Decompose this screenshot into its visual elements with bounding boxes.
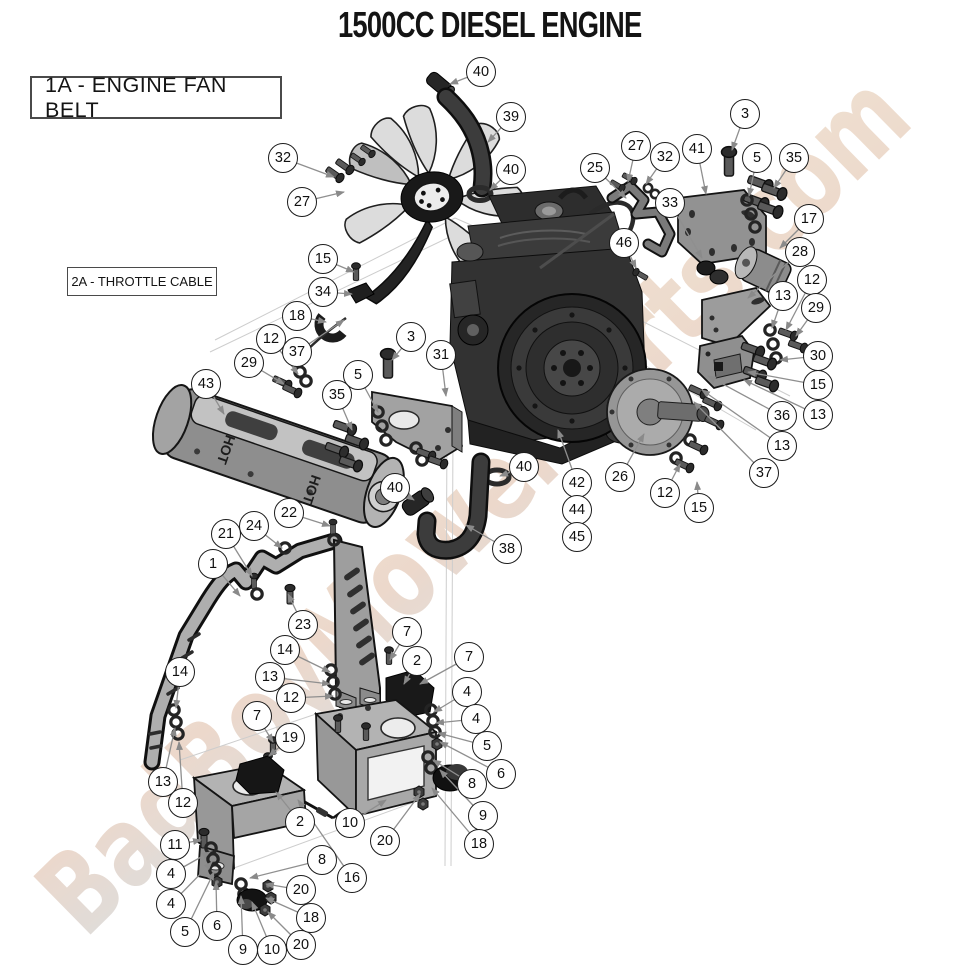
section-label-engine-fan-belt: 1A - ENGINE FAN BELT bbox=[30, 73, 282, 122]
callout-7[interactable]: 7 bbox=[392, 617, 422, 647]
callout-39[interactable]: 39 bbox=[496, 102, 526, 132]
callout-18[interactable]: 18 bbox=[464, 829, 494, 859]
callout-41[interactable]: 41 bbox=[682, 134, 712, 164]
callout-10[interactable]: 10 bbox=[257, 935, 287, 965]
callout-44[interactable]: 44 bbox=[562, 495, 592, 525]
callout-6[interactable]: 6 bbox=[202, 911, 232, 941]
callout-14[interactable]: 14 bbox=[165, 657, 195, 687]
callout-34[interactable]: 34 bbox=[308, 277, 338, 307]
callout-7[interactable]: 7 bbox=[242, 701, 272, 731]
callout-16[interactable]: 16 bbox=[337, 863, 367, 893]
callout-26[interactable]: 26 bbox=[605, 462, 635, 492]
callout-35[interactable]: 35 bbox=[779, 143, 809, 173]
callout-10[interactable]: 10 bbox=[335, 808, 365, 838]
callout-13[interactable]: 13 bbox=[803, 400, 833, 430]
callout-13[interactable]: 13 bbox=[255, 662, 285, 692]
callout-37[interactable]: 37 bbox=[282, 337, 312, 367]
left-mount-bracket bbox=[191, 755, 307, 917]
callout-18[interactable]: 18 bbox=[282, 301, 312, 331]
lower-radiator-hose bbox=[401, 452, 512, 560]
callout-3[interactable]: 3 bbox=[730, 99, 760, 129]
upper-radiator-hose bbox=[426, 71, 494, 203]
callout-18[interactable]: 18 bbox=[296, 903, 326, 933]
support-frame bbox=[143, 532, 381, 771]
clamp-34 bbox=[347, 282, 375, 304]
callout-30[interactable]: 30 bbox=[803, 341, 833, 371]
callout-14[interactable]: 14 bbox=[270, 635, 300, 665]
callout-24[interactable]: 24 bbox=[239, 511, 269, 541]
callout-40[interactable]: 40 bbox=[380, 473, 410, 503]
callout-15[interactable]: 15 bbox=[803, 370, 833, 400]
callout-4[interactable]: 4 bbox=[156, 859, 186, 889]
callout-4[interactable]: 4 bbox=[452, 677, 482, 707]
callout-12[interactable]: 12 bbox=[168, 788, 198, 818]
callout-15[interactable]: 15 bbox=[684, 493, 714, 523]
callout-13[interactable]: 13 bbox=[767, 431, 797, 461]
callout-2[interactable]: 2 bbox=[285, 807, 315, 837]
callout-6[interactable]: 6 bbox=[486, 759, 516, 789]
callout-42[interactable]: 42 bbox=[562, 468, 592, 498]
callout-11[interactable]: 11 bbox=[160, 830, 190, 860]
callout-28[interactable]: 28 bbox=[785, 237, 815, 267]
callout-40[interactable]: 40 bbox=[509, 452, 539, 482]
callout-36[interactable]: 36 bbox=[767, 401, 797, 431]
callout-20[interactable]: 20 bbox=[370, 826, 400, 856]
hose-clamp-upper bbox=[466, 185, 494, 203]
callout-27[interactable]: 27 bbox=[287, 187, 317, 217]
callout-25[interactable]: 25 bbox=[580, 153, 610, 183]
callout-40[interactable]: 40 bbox=[496, 155, 526, 185]
callout-20[interactable]: 20 bbox=[286, 875, 316, 905]
callout-20[interactable]: 20 bbox=[286, 930, 316, 960]
callout-37[interactable]: 37 bbox=[749, 458, 779, 488]
pto-adapter-plate bbox=[606, 368, 710, 456]
callout-8[interactable]: 8 bbox=[307, 845, 337, 875]
callout-12[interactable]: 12 bbox=[797, 265, 827, 295]
callout-5[interactable]: 5 bbox=[170, 917, 200, 947]
center-mount-bracket bbox=[314, 699, 439, 819]
callout-15[interactable]: 15 bbox=[308, 244, 338, 274]
bracket-31-group bbox=[323, 347, 464, 474]
callout-21[interactable]: 21 bbox=[211, 519, 241, 549]
callout-12[interactable]: 12 bbox=[650, 478, 680, 508]
callout-7[interactable]: 7 bbox=[454, 642, 484, 672]
section-label-text: 2A - THROTTLE CABLE bbox=[71, 274, 213, 289]
callout-29[interactable]: 29 bbox=[801, 293, 831, 323]
callout-23[interactable]: 23 bbox=[288, 610, 318, 640]
callout-32[interactable]: 32 bbox=[268, 143, 298, 173]
section-label-throttle-cable: 2A - THROTTLE CABLE bbox=[67, 267, 217, 296]
callout-17[interactable]: 17 bbox=[794, 204, 824, 234]
callout-35[interactable]: 35 bbox=[322, 380, 352, 410]
callout-5[interactable]: 5 bbox=[742, 143, 772, 173]
callout-2[interactable]: 2 bbox=[402, 646, 432, 676]
callout-33[interactable]: 33 bbox=[655, 188, 685, 218]
callout-3[interactable]: 3 bbox=[396, 322, 426, 352]
leader-line-37 bbox=[693, 401, 765, 474]
callout-27[interactable]: 27 bbox=[621, 131, 651, 161]
callout-31[interactable]: 31 bbox=[426, 340, 456, 370]
callout-43[interactable]: 43 bbox=[191, 369, 221, 399]
callout-9[interactable]: 9 bbox=[468, 801, 498, 831]
page-title: 1500CC DIESEL ENGINE bbox=[338, 4, 642, 45]
callout-4[interactable]: 4 bbox=[461, 704, 491, 734]
callout-12[interactable]: 12 bbox=[276, 683, 306, 713]
callout-8[interactable]: 8 bbox=[457, 769, 487, 799]
callout-19[interactable]: 19 bbox=[275, 723, 305, 753]
callout-46[interactable]: 46 bbox=[609, 228, 639, 258]
callout-22[interactable]: 22 bbox=[274, 498, 304, 528]
callout-29[interactable]: 29 bbox=[234, 348, 264, 378]
isolator-mount-33 bbox=[696, 260, 729, 285]
section-label-text: 1A - ENGINE FAN BELT bbox=[45, 72, 227, 122]
callout-9[interactable]: 9 bbox=[228, 935, 258, 965]
callout-1[interactable]: 1 bbox=[198, 549, 228, 579]
callout-38[interactable]: 38 bbox=[492, 534, 522, 564]
callout-4[interactable]: 4 bbox=[156, 889, 186, 919]
callout-12[interactable]: 12 bbox=[256, 324, 286, 354]
callout-13[interactable]: 13 bbox=[768, 281, 798, 311]
callout-40[interactable]: 40 bbox=[466, 57, 496, 87]
callout-5[interactable]: 5 bbox=[472, 731, 502, 761]
callout-32[interactable]: 32 bbox=[650, 142, 680, 172]
callout-45[interactable]: 45 bbox=[562, 522, 592, 552]
